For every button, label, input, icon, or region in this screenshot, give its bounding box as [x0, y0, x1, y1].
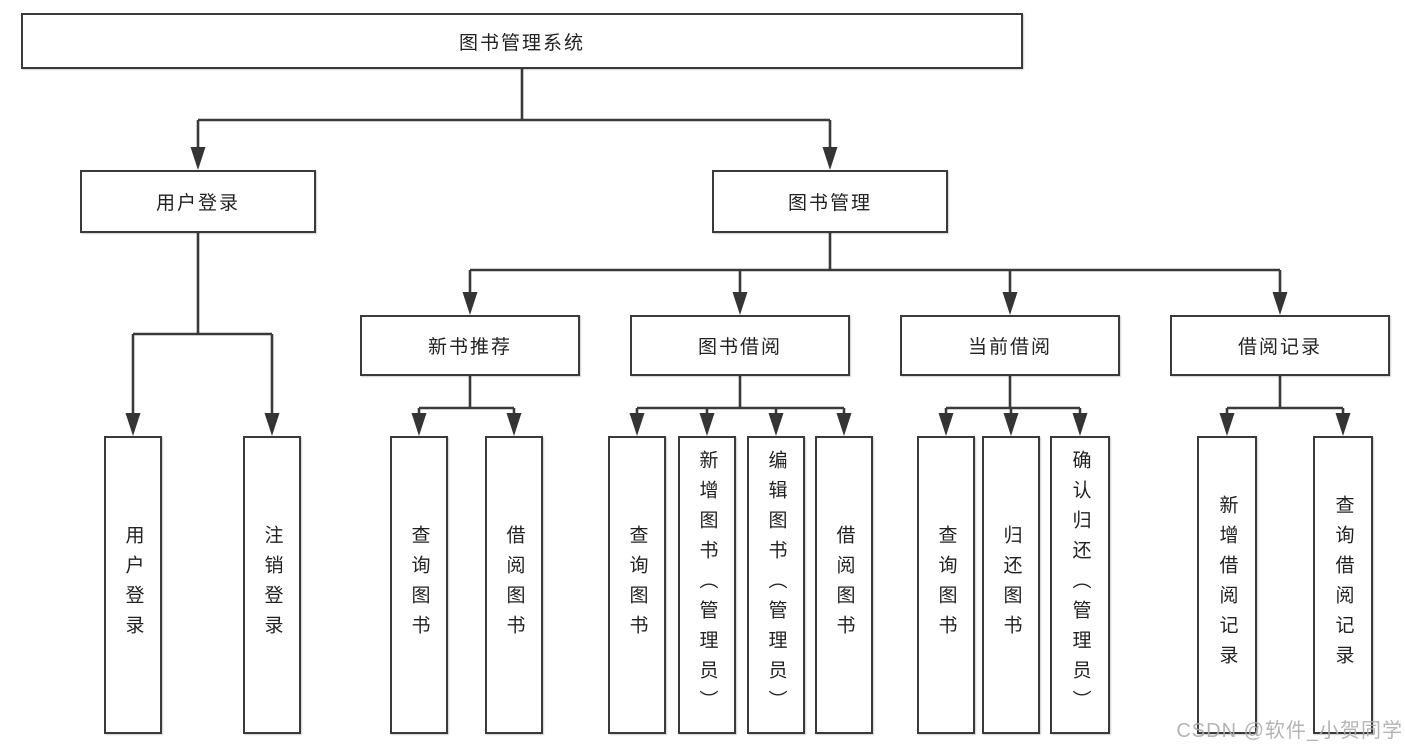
leaf-confirm-return-admin: 确认归还（管理员）	[1050, 436, 1110, 734]
leaf-edit-books-admin: 编辑图书（管理员）	[747, 436, 805, 734]
node-book-management: 图书管理	[712, 170, 948, 233]
leaf-borrow-books-recommend: 借阅图书	[485, 436, 543, 734]
leaf-query-books-recommend: 查询图书	[390, 436, 448, 734]
node-user-login: 用户登录	[80, 170, 316, 233]
leaf-return-books: 归还图书	[982, 436, 1040, 734]
leaf-query-books-current: 查询图书	[917, 436, 975, 734]
leaf-user-login: 用户登录	[104, 436, 162, 734]
watermark-text: CSDN @软件_小贺同学	[1176, 720, 1403, 742]
leaf-logout: 注销登录	[243, 436, 301, 734]
node-current-borrowing: 当前借阅	[900, 315, 1120, 376]
node-new-book-recommendation: 新书推荐	[360, 315, 580, 376]
leaf-add-books-admin: 新增图书（管理员）	[678, 436, 736, 734]
node-borrowing-records: 借阅记录	[1170, 315, 1390, 376]
leaf-add-borrow-record: 新增借阅记录	[1197, 436, 1257, 734]
leaf-query-books-borrow: 查询图书	[608, 436, 666, 734]
leaf-borrow-books: 借阅图书	[815, 436, 873, 734]
node-root: 图书管理系统	[21, 13, 1023, 69]
node-book-borrowing: 图书借阅	[630, 315, 850, 376]
leaf-query-borrow-record: 查询借阅记录	[1313, 436, 1373, 734]
